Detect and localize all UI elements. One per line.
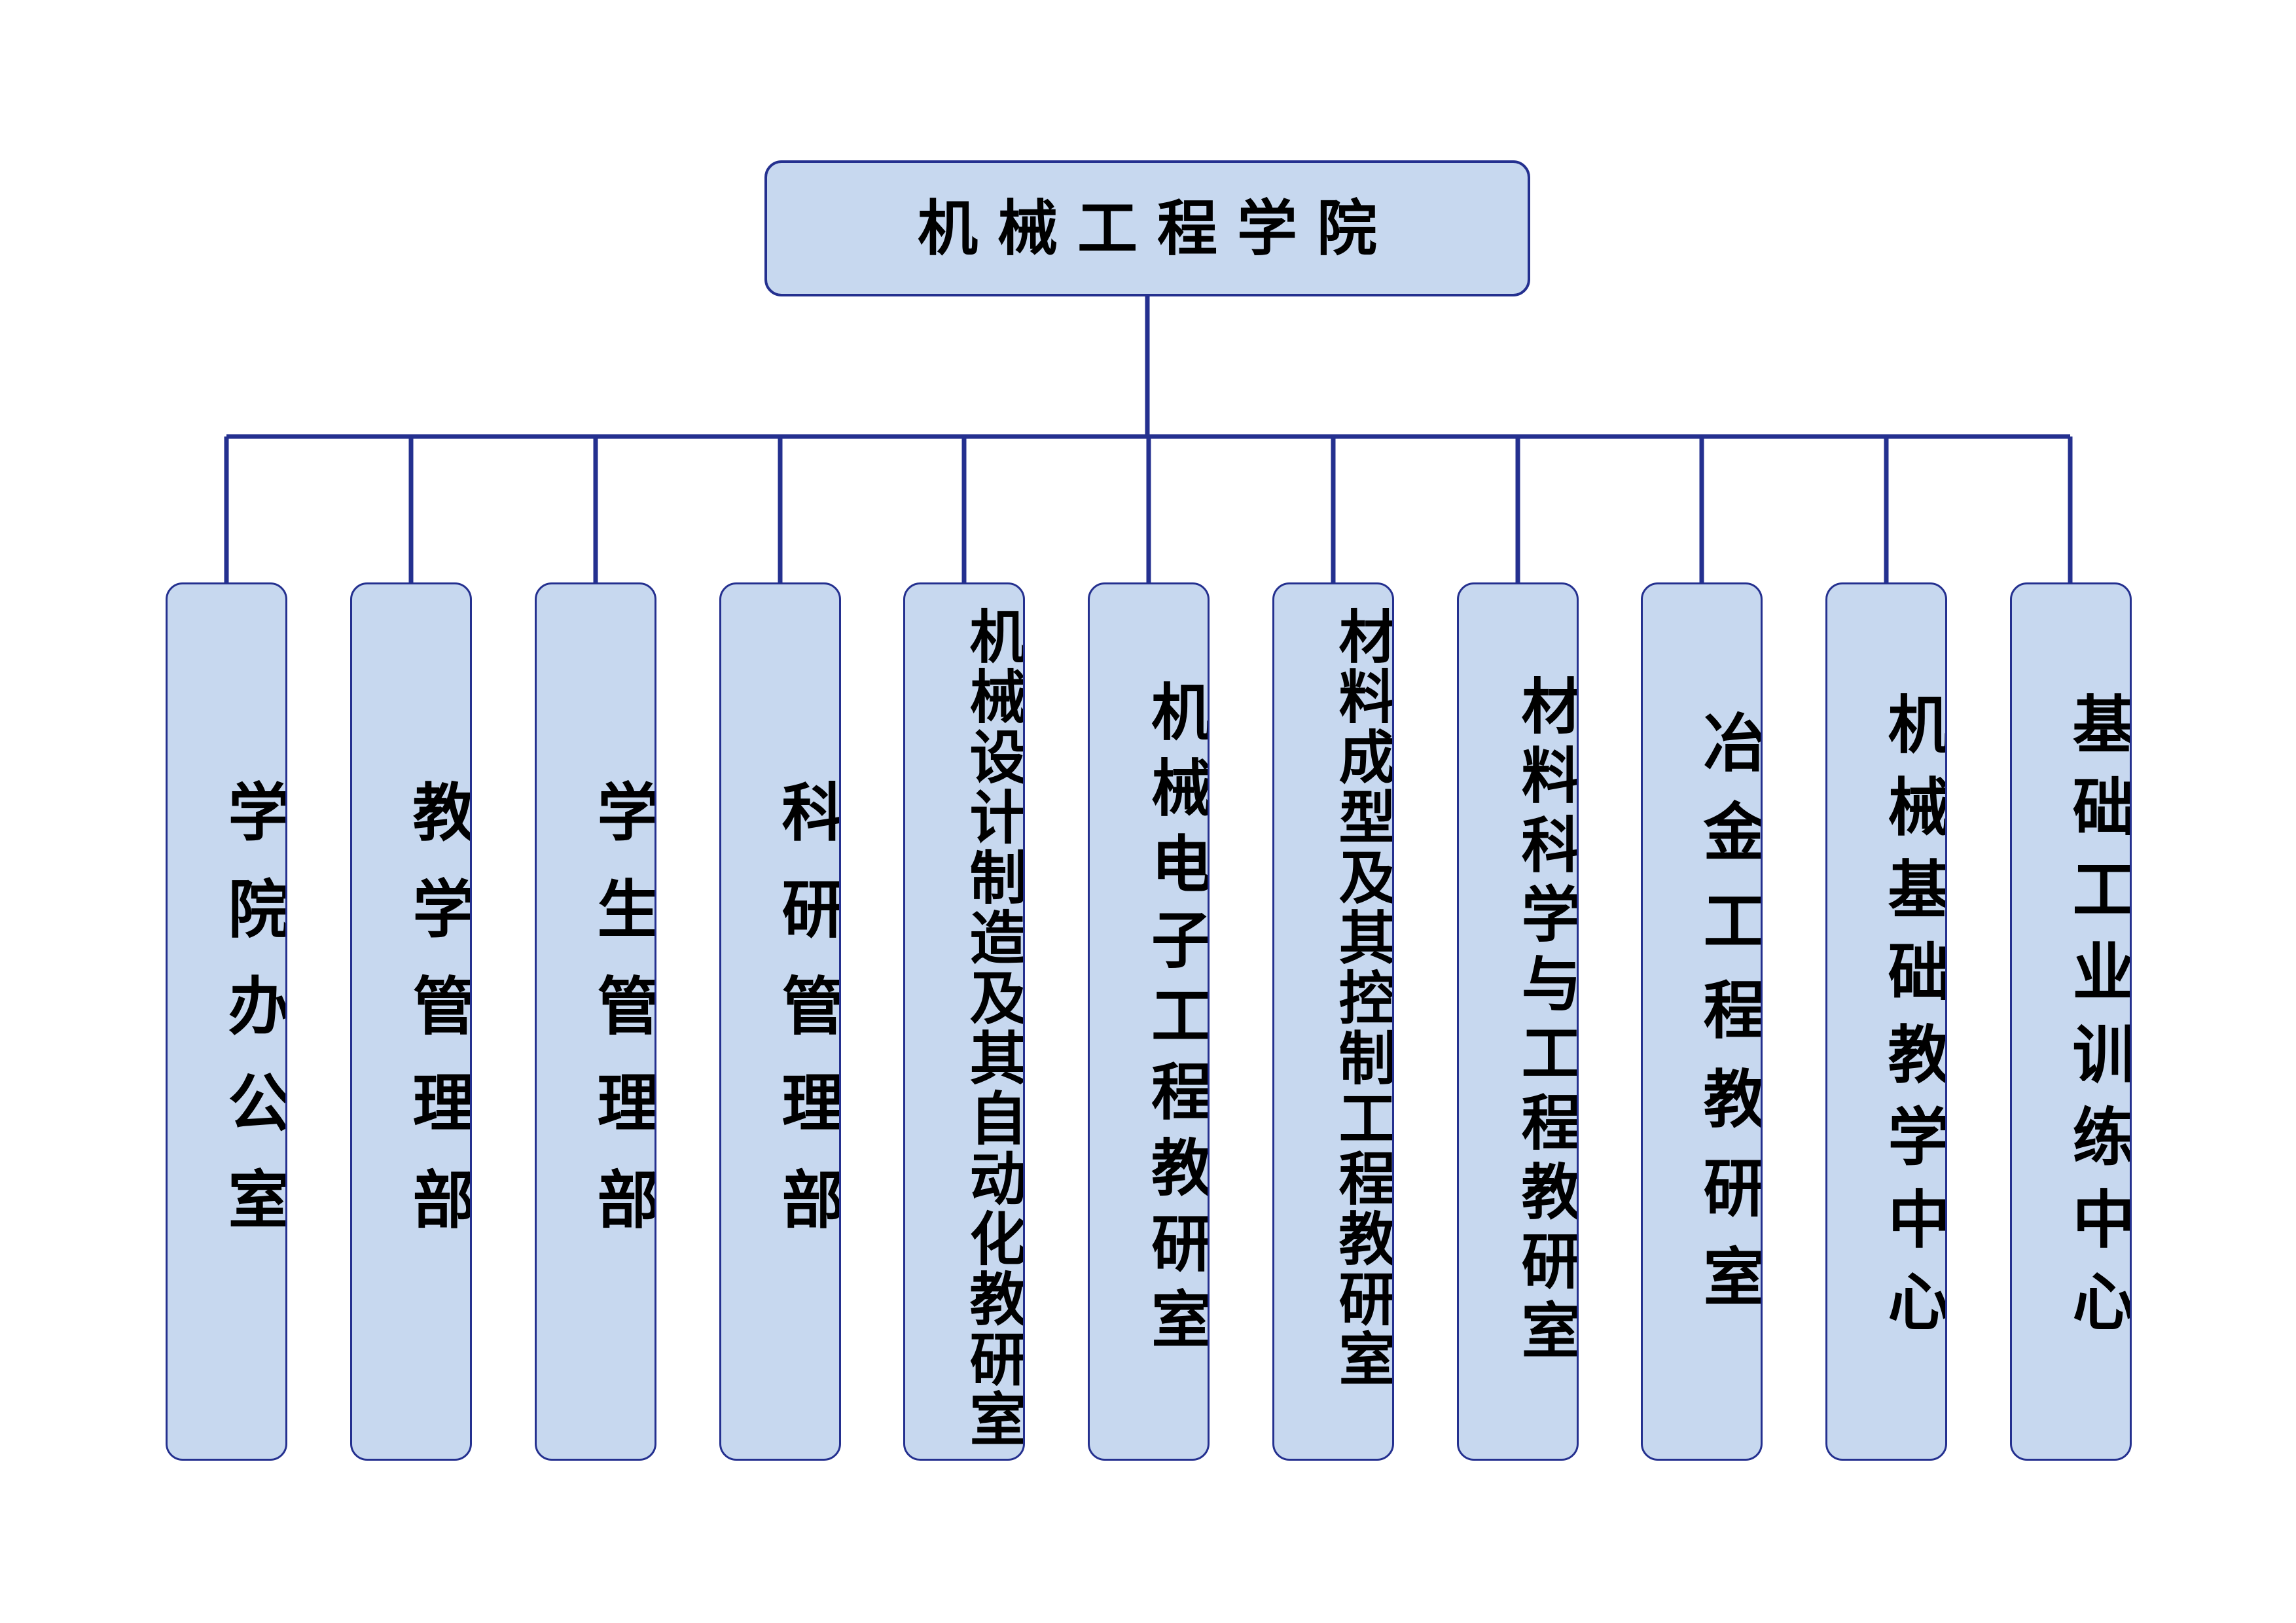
node-basic-industrial-training-center[interactable]: 基础工业训练中心 (2010, 582, 2132, 1461)
node-label: 材料科学与工程教研室 (1511, 675, 1579, 1368)
node-label: 学院办公室 (217, 779, 287, 1264)
node-label: 学生管理部 (586, 779, 656, 1264)
node-student-management[interactable]: 学生管理部 (535, 582, 656, 1461)
node-mechanical-fundamentals-teaching-center[interactable]: 机械基础教学中心 (1825, 582, 1947, 1461)
node-label: 材料成型及其控制工程教研室 (1329, 607, 1394, 1389)
node-mechatronic-engineering[interactable]: 机械电子工程教研室 (1088, 582, 1210, 1461)
node-label: 机械基础教学中心 (1877, 692, 1947, 1351)
node-teaching-management[interactable]: 教学管理部 (350, 582, 472, 1461)
node-metallurgical-engineering[interactable]: 冶金工程教研室 (1641, 582, 1763, 1461)
root-node-school[interactable]: 机械工程学院 (764, 160, 1530, 296)
root-node-label: 机械工程学院 (917, 193, 1397, 264)
node-college-office[interactable]: 学院办公室 (166, 582, 287, 1461)
node-mech-design-manufacturing-automation[interactable]: 机械设计制造及其自动化教研室 (903, 582, 1025, 1461)
node-label: 教学管理部 (402, 779, 472, 1264)
node-materials-science-engineering[interactable]: 材料科学与工程教研室 (1457, 582, 1579, 1461)
node-label: 机械设计制造及其自动化教研室 (960, 607, 1025, 1450)
node-label: 基础工业训练中心 (2062, 692, 2132, 1351)
node-label: 机械电子工程教研室 (1141, 680, 1210, 1363)
node-label: 科研管理部 (771, 779, 841, 1264)
node-research-management[interactable]: 科研管理部 (719, 582, 841, 1461)
node-material-forming-control-engineering[interactable]: 材料成型及其控制工程教研室 (1272, 582, 1394, 1461)
node-label: 冶金工程教研室 (1693, 710, 1763, 1333)
